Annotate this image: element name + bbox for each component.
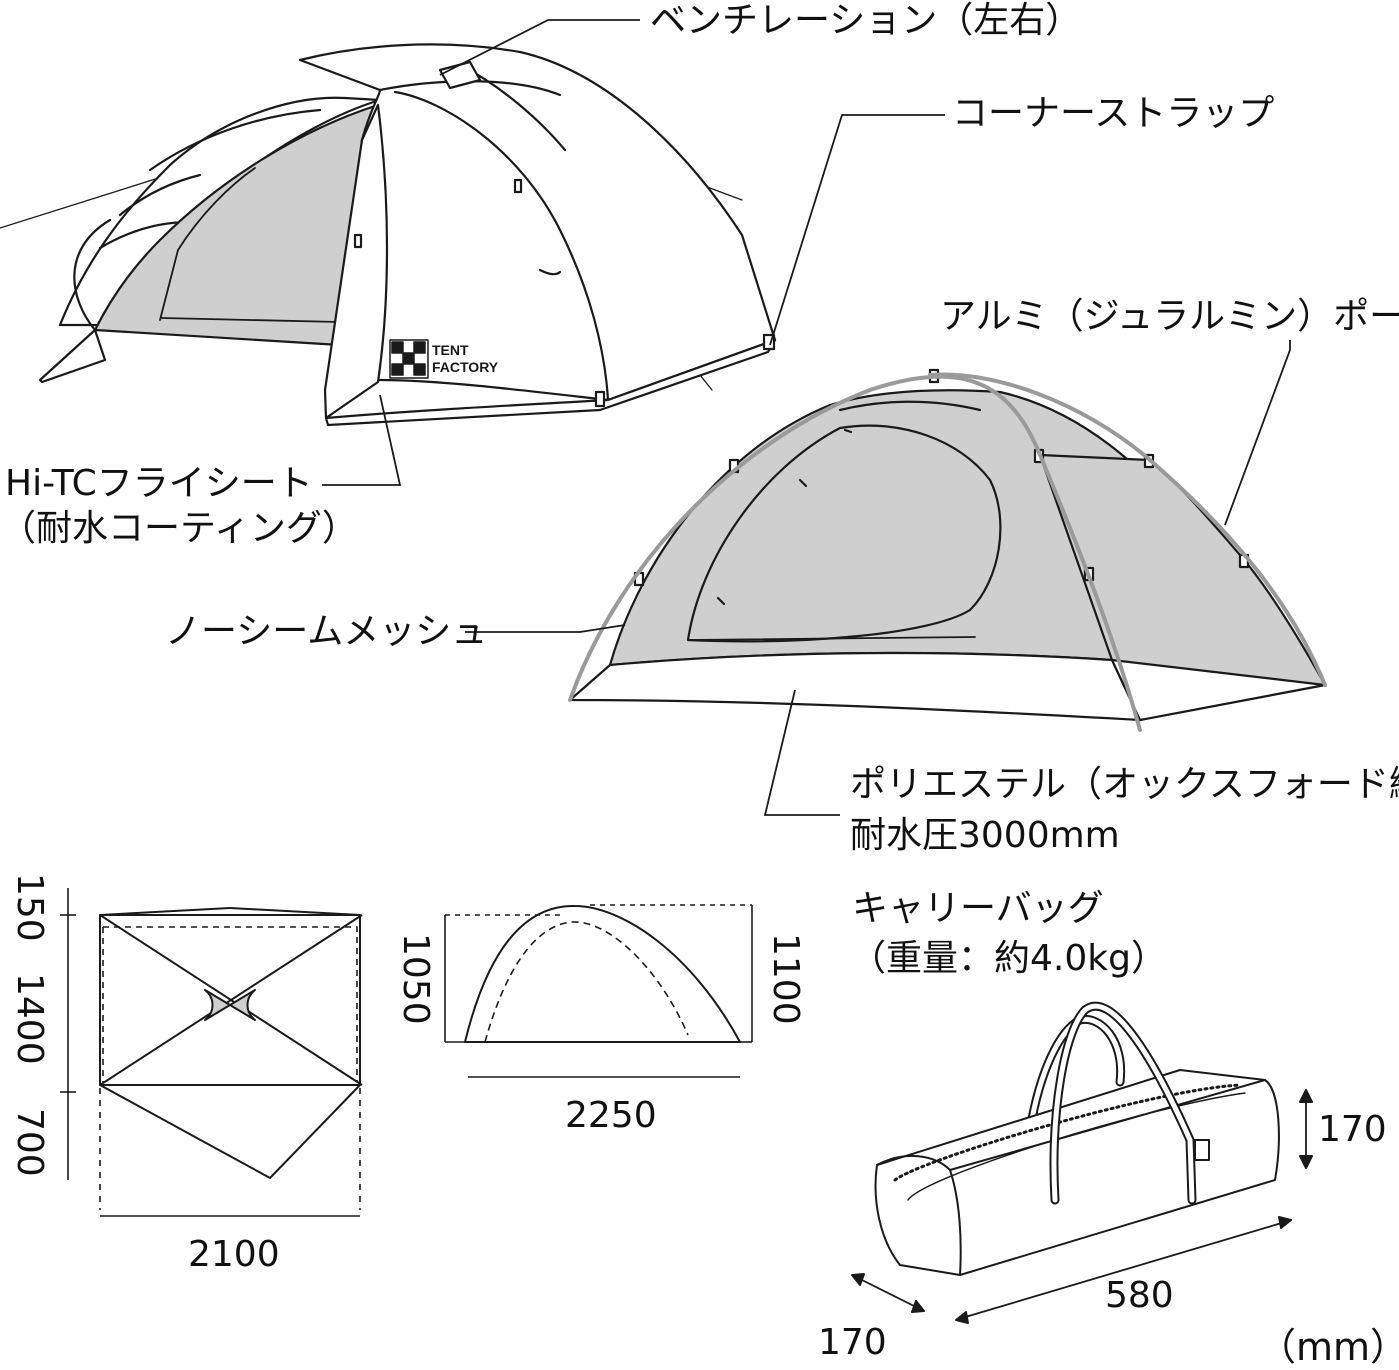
side-view-dim-1100: 1100 [765,933,806,1025]
tent-factory-logo-mark [389,339,429,379]
floor-plan-dim-2100: 2100 [188,1234,280,1275]
callout-carry-bag-line1: キャリーバッグ [852,888,1104,929]
logo-text-line2: FACTORY [432,359,499,375]
side-profile-drawing [444,904,753,1078]
callout-carry-bag-line2: （重量：約4.0kg） [850,938,1167,979]
callout-fly-sheet-line1: Hi-TCフライシート [5,463,313,504]
callout-aluminum-pole: アルミ（ジュラルミン）ポール [940,296,1399,337]
floor-plan-drawing [60,888,363,1217]
callout-leaders [322,19,1291,816]
callout-corner-strap: コーナーストラップ [952,93,1275,134]
callout-mesh: ノーシームメッシュ [165,611,488,652]
tent-with-fly-illustration: TENT FACTORY [0,43,777,427]
floor-plan-dim-1400: 1400 [9,973,50,1065]
side-view-dim-2250: 2250 [565,1095,657,1136]
side-view-dim-1050: 1050 [395,933,436,1025]
floor-plan-dim-700: 700 [9,1108,50,1177]
callout-floor-material-line2: 耐水圧3000mm [850,815,1120,856]
floor-plan-dim-150: 150 [9,873,50,942]
inner-tent-illustration [568,368,1327,722]
carry-bag-drawing [851,1001,1313,1324]
logo-text-line1: TENT [432,342,469,358]
callout-bench-ventilation: ベンチレーション（左右） [650,0,1082,41]
bag-dim-depth-170: 170 [818,1322,887,1363]
bag-dim-length-580: 580 [1105,1275,1174,1316]
pole-lines [568,372,1327,732]
callout-fly-sheet-line2: （耐水コーティング） [0,508,358,549]
bag-dim-height-170: 170 [1318,1109,1387,1150]
callout-floor-material-line1: ポリエステル（オックスフォード織） [850,764,1399,805]
unit-label-mm: （mm） [1258,1325,1399,1369]
